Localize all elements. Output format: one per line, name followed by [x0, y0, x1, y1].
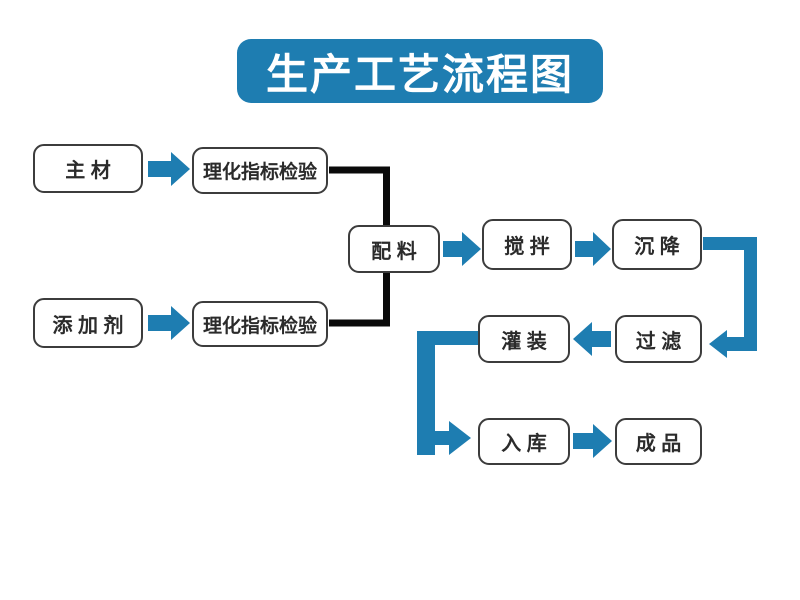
node-additive: 添 加 剂 [33, 298, 143, 348]
node-finished: 成 品 [615, 418, 702, 465]
arrow-additive-to-inspection [148, 306, 190, 340]
arrow-main-material-to-inspection [148, 152, 190, 186]
node-inspection-bottom: 理化指标检验 [192, 301, 328, 347]
elbow-arrow-settling-to-filtering [703, 237, 757, 358]
arrow-stirring-to-settling [575, 232, 611, 266]
node-main-material: 主 材 [33, 144, 143, 193]
node-filling: 灌 装 [478, 315, 570, 363]
node-settling: 沉 降 [612, 219, 702, 270]
elbow-arrow-filling-to-warehousing [417, 331, 480, 455]
node-warehousing: 入 库 [478, 418, 570, 465]
connector-inspection-top-to-batching [329, 166, 390, 225]
node-filtering: 过 滤 [615, 315, 702, 363]
node-stirring: 搅 拌 [482, 219, 572, 270]
node-batching: 配 料 [348, 225, 440, 273]
arrow-batching-to-stirring [443, 232, 481, 266]
connector-inspection-bottom-to-batching [329, 273, 390, 327]
arrow-filtering-to-filling [573, 322, 611, 356]
node-inspection-top: 理化指标检验 [192, 147, 328, 194]
page-title: 生产工艺流程图 [237, 39, 603, 103]
arrow-warehousing-to-finished [573, 424, 612, 458]
